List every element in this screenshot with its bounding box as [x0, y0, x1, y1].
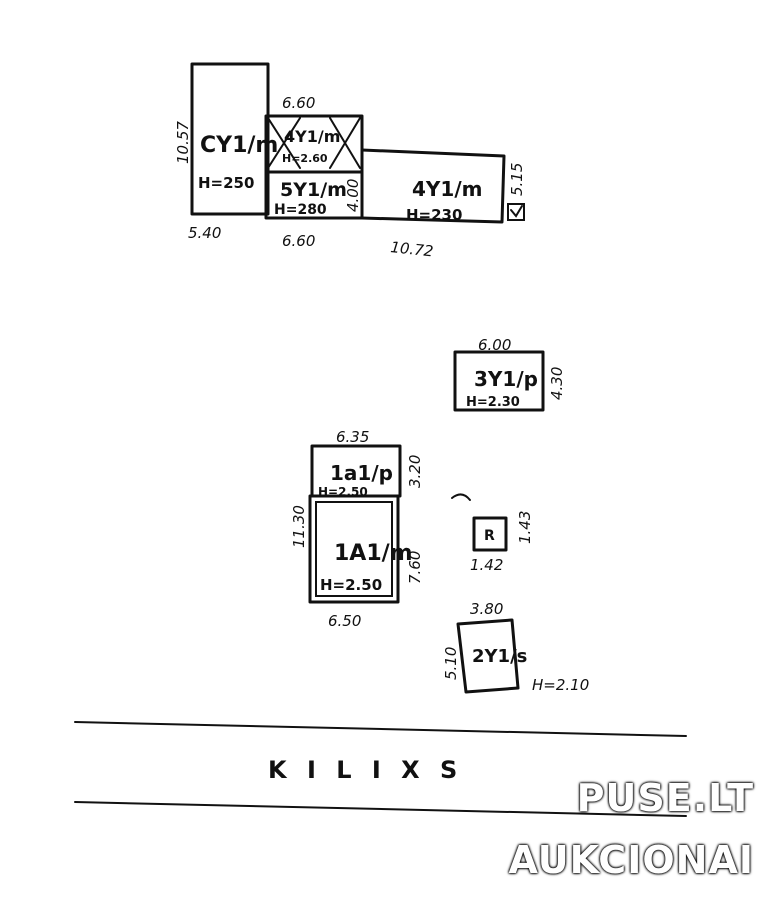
well: R 1.43 1.42 — [451, 493, 534, 574]
building-a1p-dim-right: 3.20 — [406, 455, 424, 488]
building-y2-outline — [456, 618, 520, 694]
well-pipe — [451, 493, 471, 501]
watermark-line2: AUKCIONAI — [508, 838, 754, 882]
building-y2-dim-left: 5.10 — [442, 647, 460, 680]
building-y4: 4Y1/m H=230 5.15 10.72 — [360, 148, 526, 260]
building-a1p: 1a1/p H=2.50 6.35 3.20 — [310, 428, 424, 499]
building-a1m: 1A1/m H=2.50 11.30 7.60 6.50 — [290, 494, 424, 630]
building-y2-height: H=2.10 — [532, 676, 589, 694]
street-name: K I L I X S — [268, 756, 463, 784]
building-y4-small-height: H=2.60 — [282, 152, 328, 165]
checkmark-icon — [510, 205, 523, 218]
street-edge-bottom — [74, 801, 687, 817]
building-a1m-inner — [315, 501, 393, 597]
building-y5-dim-bottom: 6.60 — [282, 232, 315, 250]
building-a1m-dim-right: 7.60 — [406, 551, 424, 584]
building-a1m-dim-bottom: 6.50 — [328, 612, 361, 630]
building-cy-dim-bottom: 5.40 — [188, 224, 221, 242]
building-cy-outline — [190, 62, 270, 216]
street: K I L I X S — [74, 721, 687, 817]
building-y4-height: H=230 — [406, 206, 462, 224]
building-y3-dim-top: 6.00 — [478, 336, 511, 354]
building-a1p-dim-top: 6.35 — [336, 428, 369, 446]
building-y3-name: 3Y1/p — [474, 367, 538, 391]
building-a1m-name: 1A1/m — [334, 541, 413, 566]
building-y4-marker — [507, 203, 525, 221]
building-y2: 2Y1/s 3.80 5.10 H=2.10 — [442, 600, 589, 694]
building-y3-height: H=2.30 — [466, 395, 520, 410]
building-a1p-name: 1a1/p — [330, 461, 393, 485]
well-name: R — [484, 528, 495, 544]
building-cy-height: H=250 — [198, 174, 254, 192]
building-cy-dim-left: 10.57 — [174, 121, 192, 164]
building-y4-dim-bottom: 10.72 — [390, 238, 435, 260]
building-y5: 5Y1/m H=280 4.00 6.60 — [264, 170, 364, 250]
well-dim-right: 1.43 — [516, 511, 534, 544]
building-y4-name: 4Y1/m — [412, 177, 482, 201]
well-dim-bottom: 1.42 — [470, 556, 503, 574]
building-y3-dim-right: 4.30 — [548, 367, 566, 400]
building-y4-dim-right: 5.15 — [508, 163, 526, 196]
building-y5-name: 5Y1/m — [280, 179, 347, 201]
building-y5-dim-right: 4.00 — [344, 179, 362, 212]
building-y3: 3Y1/p H=2.30 6.00 4.30 — [453, 336, 566, 412]
street-edge-top — [74, 721, 687, 737]
building-y4-small-name: 4Y1/m — [284, 127, 340, 146]
building-y5-outline — [264, 170, 364, 220]
building-y4-outline — [360, 148, 506, 224]
building-y2-name: 2Y1/s — [472, 646, 527, 667]
building-y5-height: H=280 — [274, 202, 327, 218]
building-cy: CY1/m H=250 10.57 5.40 — [174, 62, 278, 242]
building-a1m-height: H=2.50 — [320, 576, 382, 594]
building-y2-dim-top: 3.80 — [470, 600, 503, 618]
well-outline — [472, 516, 508, 552]
building-a1m-dim-left: 11.30 — [290, 505, 308, 548]
building-y4-small: 4Y1/m H=2.60 6.60 — [264, 94, 364, 174]
building-y4-small-dim-top: 6.60 — [282, 94, 315, 112]
watermark-line1: PUSE.LT — [576, 776, 754, 820]
building-a1m-outline — [308, 494, 400, 604]
building-y3-outline — [453, 350, 545, 412]
building-y4-small-hatch — [267, 117, 361, 169]
